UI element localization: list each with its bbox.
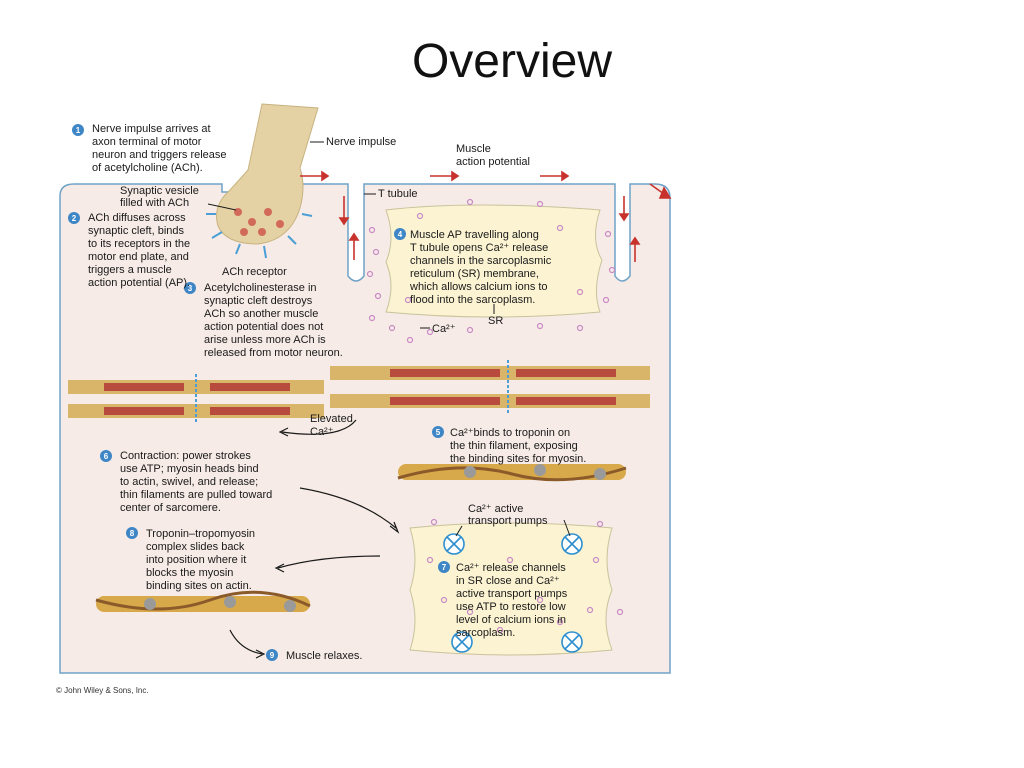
copyright-notice: © John Wiley & Sons, Inc. (56, 686, 149, 695)
svg-text:to actin, swivel, and release;: to actin, swivel, and release; (120, 476, 258, 488)
ca-pumps-label-line1: Ca²⁺ active (468, 503, 523, 515)
svg-text:action potential does not: action potential does not (204, 321, 323, 333)
svg-text:arise unless more ACh is: arise unless more ACh is (204, 334, 326, 346)
svg-text:use ATP; myosin heads bind: use ATP; myosin heads bind (120, 463, 259, 475)
svg-text:7: 7 (442, 563, 447, 572)
svg-text:use ATP to restore low: use ATP to restore low (456, 601, 566, 613)
step-badges: 1 2 3 4 5 6 7 8 9 (68, 124, 450, 661)
svg-text:Acetylcholinesterase in: Acetylcholinesterase in (204, 282, 317, 294)
process-flow-arrows (229, 419, 400, 659)
svg-text:in SR close and Ca²⁺: in SR close and Ca²⁺ (456, 575, 560, 587)
lower-sr-calcium-ions (426, 518, 624, 634)
svg-text:Muscle relaxes.: Muscle relaxes. (286, 650, 362, 662)
ach-receptor-label: ACh receptor (222, 266, 287, 278)
ca-label: Ca²⁺ (432, 323, 456, 335)
svg-text:blocks the myosin: blocks the myosin (146, 567, 233, 579)
pump-pointer-left (455, 525, 463, 537)
svg-text:9: 9 (270, 651, 275, 660)
step-4-text: Muscle AP travelling along T tubule open… (409, 229, 552, 306)
muscle-ap-label-line1: Muscle (456, 143, 491, 155)
step-6-text: Contraction: power strokes use ATP; myos… (120, 450, 272, 514)
slide-title: Overview (411, 35, 613, 88)
step-2-text: ACh diffuses across synaptic cleft, bind… (88, 212, 190, 289)
muscle-ap-label-line2: action potential (456, 156, 530, 168)
svg-text:6: 6 (104, 452, 109, 461)
thin-filament-exposed (397, 464, 627, 482)
svg-text:ACh diffuses across: ACh diffuses across (88, 212, 186, 224)
svg-text:5: 5 (436, 428, 441, 437)
svg-text:flood into the sarcoplasm.: flood into the sarcoplasm. (410, 294, 535, 306)
ca-pumps-label-line2: transport pumps (468, 515, 548, 527)
nerve-impulse-label: Nerve impulse (326, 136, 396, 148)
svg-text:Troponin–tropomyosin: Troponin–tropomyosin (146, 528, 255, 540)
synaptic-vesicles (234, 208, 284, 236)
svg-text:4: 4 (398, 230, 403, 239)
svg-text:2: 2 (72, 214, 77, 223)
svg-text:center of sarcomere.: center of sarcomere. (120, 502, 221, 514)
svg-text:sarcoplasm.: sarcoplasm. (456, 627, 515, 639)
svg-text:triggers a muscle: triggers a muscle (88, 264, 172, 276)
svg-text:3: 3 (188, 284, 193, 293)
step-7-text: Ca²⁺ release channels in SR close and Ca… (456, 562, 568, 639)
svg-text:axon terminal of motor: axon terminal of motor (92, 136, 202, 148)
svg-text:to its receptors in the: to its receptors in the (88, 238, 190, 250)
ach-receptors (206, 213, 313, 259)
step-1-text: Nerve impulse arrives at axon terminal o… (92, 123, 227, 174)
svg-text:1: 1 (76, 126, 81, 135)
step-9-text: Muscle relaxes. (286, 650, 362, 662)
svg-text:into position where it: into position where it (146, 554, 246, 566)
svg-text:ACh so another muscle: ACh so another muscle (204, 308, 318, 320)
svg-text:the binding sites for myosin.: the binding sites for myosin. (450, 453, 586, 465)
ca-active-transport-pump (443, 533, 583, 653)
svg-text:Nerve impulse arrives at: Nerve impulse arrives at (92, 123, 211, 135)
svg-text:the thin filament, exposing: the thin filament, exposing (450, 440, 578, 452)
sarcoplasmic-reticulum-lower (409, 522, 613, 656)
svg-text:reticulum (SR) membrane,: reticulum (SR) membrane, (410, 268, 539, 280)
svg-text:channels in the sarcoplasmic: channels in the sarcoplasmic (410, 255, 552, 267)
svg-text:which allows calcium ions to: which allows calcium ions to (409, 281, 548, 293)
pump-pointer-right (563, 519, 571, 537)
synaptic-vesicle-label-line1: Synaptic vesicle (120, 185, 199, 197)
myofibril-left (68, 374, 324, 424)
step-8-text: Troponin–tropomyosin complex slides back… (146, 528, 255, 592)
step-5-text: Ca²⁺binds to troponin on the thin filame… (450, 427, 586, 465)
sr-calcium-ions (366, 198, 616, 344)
synaptic-vesicle-label-line2: filled with ACh (120, 197, 189, 209)
svg-text:released from motor neuron.: released from motor neuron. (204, 347, 343, 359)
elevated-ca-label-line1: Elevated (310, 413, 353, 425)
svg-text:Ca²⁺ release channels: Ca²⁺ release channels (456, 562, 566, 574)
vesicle-pointer (207, 203, 237, 211)
svg-text:T tubule opens Ca²⁺ release: T tubule opens Ca²⁺ release (410, 242, 548, 254)
svg-text:Muscle AP travelling along: Muscle AP travelling along (410, 229, 539, 241)
svg-text:motor end plate, and: motor end plate, and (88, 251, 189, 263)
svg-text:complex slides back: complex slides back (146, 541, 245, 553)
svg-text:synaptic cleft, binds: synaptic cleft, binds (88, 225, 184, 237)
svg-text:Contraction: power strokes: Contraction: power strokes (120, 450, 251, 462)
thin-filament-blocked (95, 590, 311, 612)
step-3-text: Acetylcholinesterase in synaptic cleft d… (204, 282, 343, 359)
motor-neuron-axon (216, 103, 319, 245)
svg-text:active transport pumps: active transport pumps (456, 588, 568, 600)
svg-text:binding sites on actin.: binding sites on actin. (146, 580, 252, 592)
svg-text:action potential (AP).: action potential (AP). (88, 277, 190, 289)
svg-text:thin filaments are pulled towa: thin filaments are pulled toward (120, 489, 272, 501)
svg-text:neuron and triggers release: neuron and triggers release (92, 149, 227, 161)
svg-text:8: 8 (130, 529, 135, 538)
action-potential-arrows (300, 170, 672, 262)
svg-text:synaptic cleft destroys: synaptic cleft destroys (204, 295, 313, 307)
svg-text:level of calcium ions in: level of calcium ions in (456, 614, 566, 626)
elevated-ca-label-line2: Ca²⁺ (310, 426, 334, 438)
svg-text:Ca²⁺binds to troponin on: Ca²⁺binds to troponin on (450, 427, 570, 439)
sr-label: SR (488, 315, 503, 327)
t-tubule-label: T tubule (378, 188, 418, 200)
myofibril-right (330, 360, 650, 414)
svg-text:of acetylcholine (ACh).: of acetylcholine (ACh). (92, 162, 203, 174)
